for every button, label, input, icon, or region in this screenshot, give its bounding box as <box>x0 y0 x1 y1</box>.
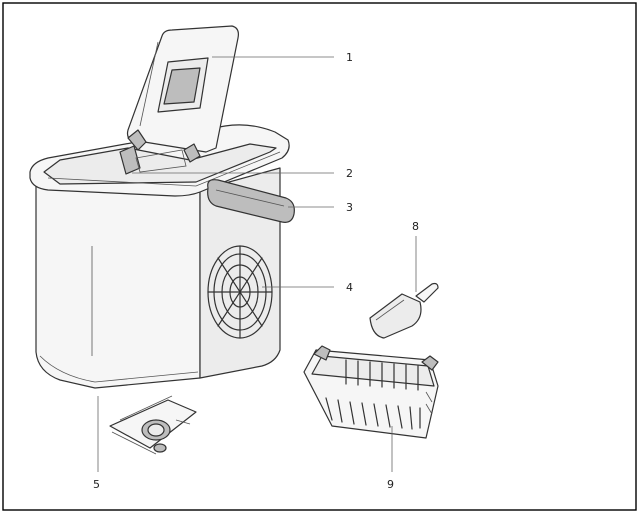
callout-3: 3 <box>346 201 353 214</box>
ice-basket <box>303 345 439 439</box>
leader-lines <box>97 56 417 472</box>
side-handle <box>207 179 295 223</box>
callout-1: 1 <box>346 51 353 64</box>
drain-plug-detail <box>109 395 197 455</box>
callout-5: 5 <box>93 478 100 491</box>
callout-8: 8 <box>412 220 419 233</box>
fan-grille <box>207 245 273 339</box>
callout-4: 4 <box>346 281 353 294</box>
callout-2: 2 <box>346 167 353 180</box>
ice-scoop <box>369 282 439 339</box>
callout-9: 9 <box>387 478 394 491</box>
lid-part <box>119 25 239 175</box>
